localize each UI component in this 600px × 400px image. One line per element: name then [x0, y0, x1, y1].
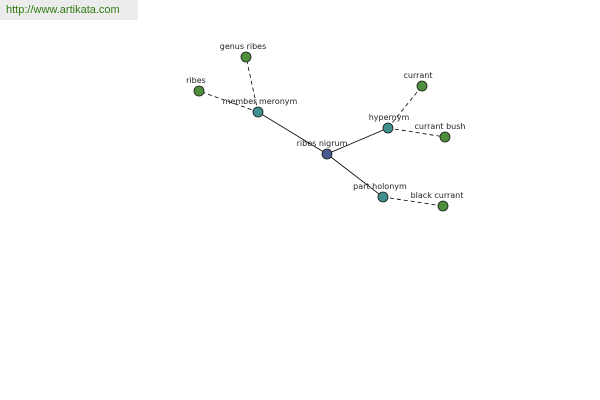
relation-node-part-holonym[interactable] [377, 191, 389, 203]
leaf-node-currant-bush[interactable] [439, 131, 451, 143]
relation-label-part-holonym[interactable]: part holonym [353, 182, 407, 191]
edge-hypernym-currant_bush [387, 127, 446, 138]
center-label-ribes-nigrum[interactable]: ribes nigrum [297, 139, 348, 148]
relation-label-member-meronym[interactable]: member meronym [223, 97, 298, 106]
relation-label-hypernym[interactable]: hypernym [369, 113, 410, 122]
edge-ribes_nigrum-part_holonym [326, 153, 384, 198]
relation-node-hypernym[interactable] [382, 122, 394, 134]
leaf-label-currant-bush[interactable]: currant bush [415, 122, 466, 131]
leaf-label-currant[interactable]: currant [403, 71, 432, 80]
edge-hypernym-currant [387, 85, 423, 129]
url-banner[interactable]: http://www.artikata.com [0, 0, 138, 20]
leaf-node-black-currant[interactable] [437, 200, 449, 212]
edge-member_meronym-ribes [198, 90, 259, 113]
edge-member_meronym-genus_ribes [245, 56, 259, 113]
edge-ribes_nigrum-hypernym [326, 127, 389, 155]
url-link[interactable]: http://www.artikata.com [6, 4, 120, 16]
leaf-label-black-currant[interactable]: black currant [411, 191, 464, 200]
leaf-node-currant[interactable] [416, 80, 428, 92]
leaf-label-ribes[interactable]: ribes [186, 76, 206, 85]
edge-ribes_nigrum-member_meronym [257, 111, 328, 155]
center-node-ribes-nigrum[interactable] [321, 148, 333, 160]
leaf-node-genus-ribes[interactable] [240, 51, 252, 63]
leaf-node-ribes[interactable] [193, 85, 205, 97]
leaf-label-genus-ribes[interactable]: genus ribes [220, 42, 267, 51]
relation-node-member-meronym[interactable] [252, 106, 264, 118]
edge-part_holonym-black_currant [382, 196, 444, 207]
